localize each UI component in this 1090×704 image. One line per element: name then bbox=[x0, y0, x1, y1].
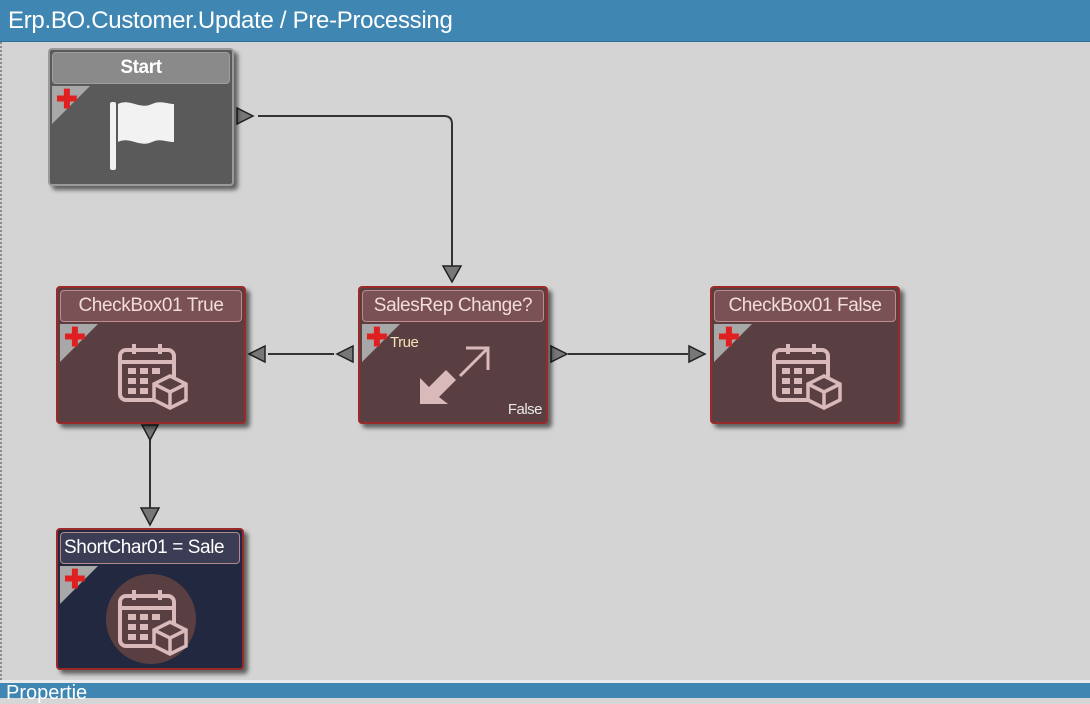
start-node-title: Start bbox=[52, 52, 230, 84]
action-node-corner bbox=[714, 324, 752, 362]
action-node-checkbox01-true[interactable]: CheckBox01 True ✚ bbox=[56, 286, 246, 424]
set-field-calendar-icon bbox=[772, 344, 842, 410]
designer-title: Erp.BO.Customer.Update / Pre-Processing bbox=[8, 7, 453, 34]
set-field-node-shortchar01[interactable]: ShortChar01 = Sale ✚ bbox=[56, 528, 244, 670]
start-node-corner bbox=[52, 86, 90, 124]
set-field-calendar-icon bbox=[118, 590, 188, 656]
add-icon[interactable]: ✚ bbox=[56, 84, 78, 114]
condition-node-corner bbox=[362, 324, 400, 362]
action-node-checkbox01-false[interactable]: CheckBox01 False ✚ bbox=[710, 286, 900, 424]
set-field-node-title: ShortChar01 = Sale bbox=[60, 532, 240, 564]
designer-title-bar: Erp.BO.Customer.Update / Pre-Processing bbox=[0, 0, 1090, 42]
action-node-corner bbox=[60, 324, 98, 362]
false-branch-label: False bbox=[507, 401, 543, 418]
condition-arrows-icon bbox=[420, 346, 490, 404]
condition-node-title: SalesRep Change? bbox=[362, 290, 544, 322]
condition-node-salesrep-change[interactable]: SalesRep Change? ✚ True False bbox=[358, 286, 548, 424]
start-node[interactable]: Start ✚ bbox=[48, 48, 234, 186]
properties-panel-title: Propertie bbox=[6, 682, 88, 704]
true-branch-label: True bbox=[390, 334, 419, 351]
add-icon[interactable]: ✚ bbox=[718, 322, 740, 352]
properties-panel-header[interactable]: Propertie bbox=[0, 680, 1090, 703]
set-field-node-corner bbox=[60, 566, 98, 604]
add-icon[interactable]: ✚ bbox=[366, 322, 388, 352]
add-icon[interactable]: ✚ bbox=[64, 322, 86, 352]
set-field-calendar-icon bbox=[118, 344, 188, 410]
flag-icon bbox=[110, 102, 174, 170]
add-icon[interactable]: ✚ bbox=[64, 564, 86, 594]
action-node-title: CheckBox01 True bbox=[60, 290, 242, 322]
action-node-title: CheckBox01 False bbox=[714, 290, 896, 322]
